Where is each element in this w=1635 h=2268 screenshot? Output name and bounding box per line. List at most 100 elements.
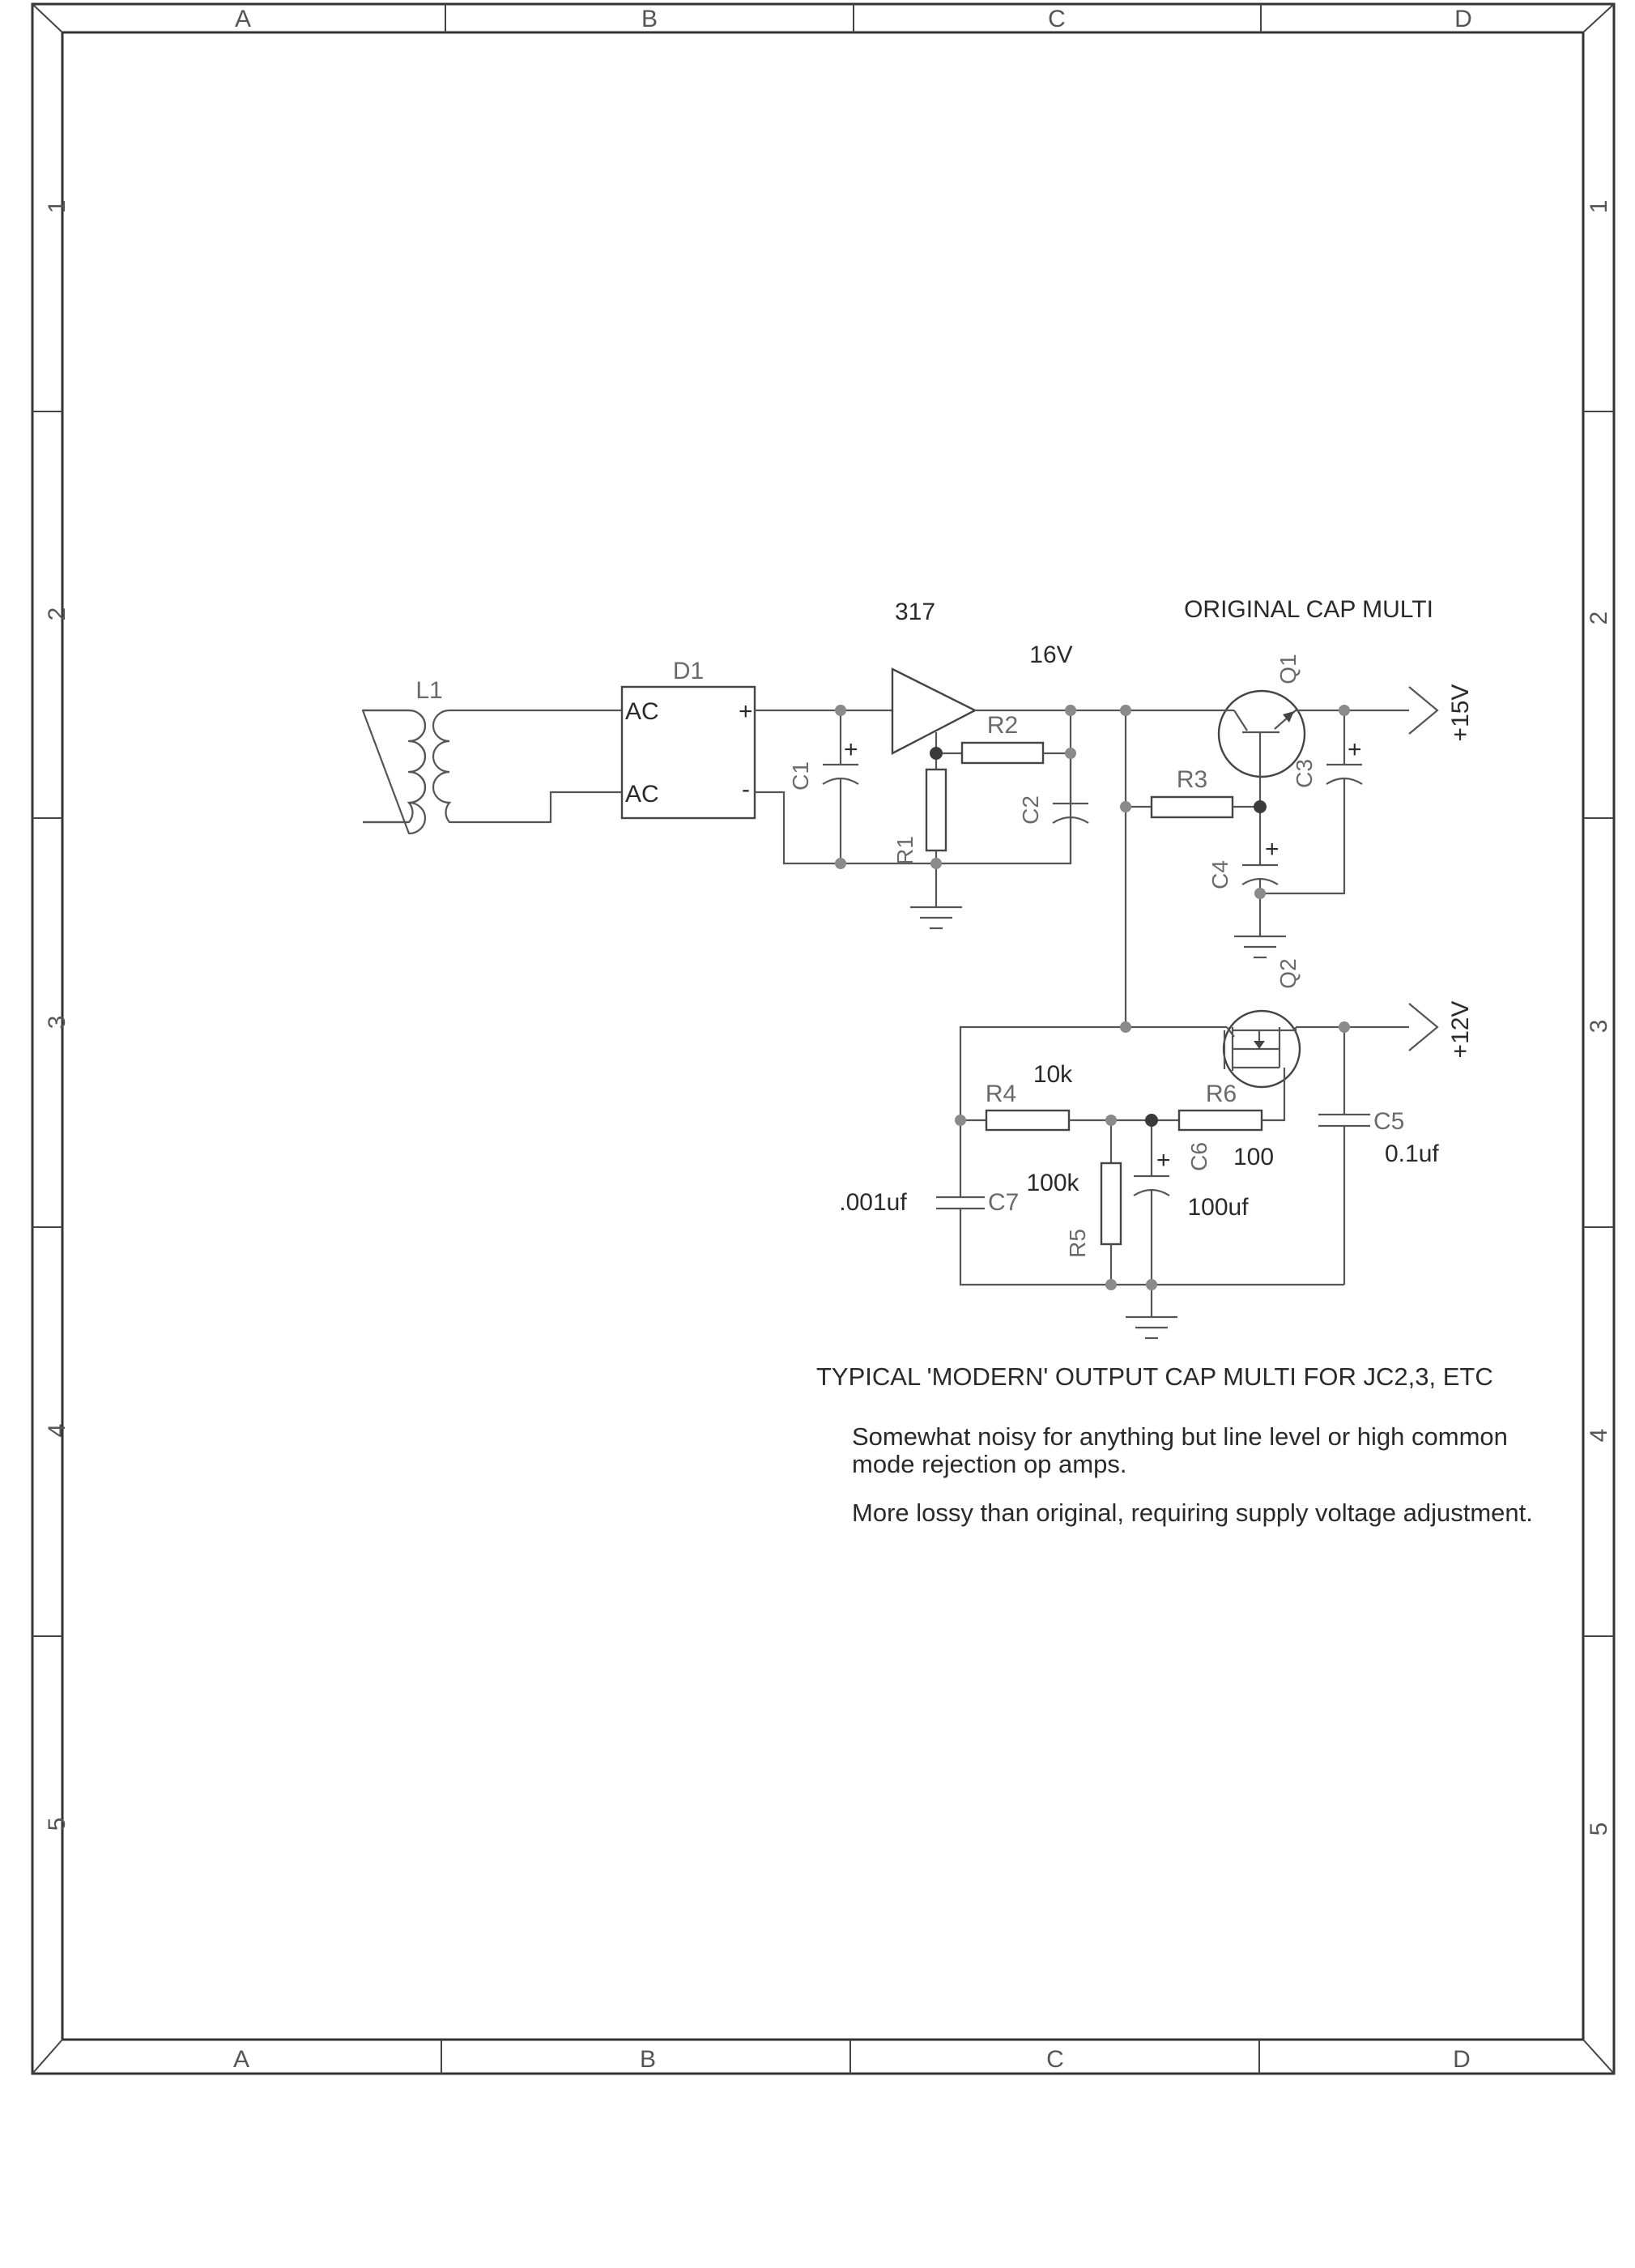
resistor-r5: R5 100k	[1026, 1120, 1122, 1285]
junction-dot	[1065, 748, 1076, 759]
r5-value: 100k	[1026, 1170, 1079, 1196]
notes: TYPICAL 'MODERN' OUTPUT CAP MULTI FOR JC…	[816, 1362, 1533, 1527]
c5-label: C5	[1373, 1108, 1404, 1135]
resistor-r2: R2	[960, 712, 1045, 765]
junction-dot	[1120, 801, 1131, 812]
junction-dot	[930, 747, 943, 760]
col-label-top-d: D	[1454, 6, 1472, 32]
d1-ac-bottom: AC	[625, 781, 659, 808]
c1-plus: +	[844, 736, 858, 763]
r1-label: R1	[892, 836, 918, 865]
d1-label: D1	[673, 658, 704, 684]
capacitor-c4: + C4	[1207, 807, 1279, 936]
row-label-right-5: 5	[1586, 1823, 1612, 1836]
q1-label: Q1	[1275, 654, 1301, 684]
junction-dot	[1120, 705, 1131, 716]
junction-dot	[930, 858, 942, 869]
output-15v-label: +15V	[1447, 684, 1474, 742]
capacitor-c2: C2	[1018, 710, 1089, 863]
output-12v-arrow: +12V	[1408, 1001, 1474, 1059]
resistor-r6: R6 100	[1177, 1081, 1274, 1170]
d1-plus: +	[739, 698, 753, 725]
title-modern-cap-multi: TYPICAL 'MODERN' OUTPUT CAP MULTI FOR JC…	[816, 1362, 1493, 1391]
capacitor-c7: C7 .001uf	[839, 1120, 1344, 1286]
d1-minus: -	[742, 776, 750, 803]
c4-label: C4	[1207, 860, 1233, 889]
c7-label: C7	[988, 1189, 1019, 1216]
c6-label: C6	[1186, 1142, 1211, 1171]
mosfet-q2: Q2	[1222, 958, 1344, 1089]
c1-label: C1	[788, 761, 813, 791]
col-label-bottom-c: C	[1046, 2046, 1064, 2073]
resistor-r4: R4 10k	[985, 1061, 1073, 1132]
junction-dot	[1105, 1115, 1117, 1126]
junction-dot	[1145, 1114, 1158, 1127]
c4-plus: +	[1265, 836, 1279, 863]
regulator-317: 317	[891, 599, 977, 755]
capacitor-c3: + C3	[1260, 710, 1363, 895]
note-line-3: More lossy than original, requiring supp…	[852, 1498, 1533, 1527]
junction-dot	[955, 1115, 966, 1126]
c7-value: .001uf	[839, 1189, 907, 1216]
row-label-left-1: 1	[44, 200, 70, 214]
bridge-rectifier-d1: D1 AC AC + -	[620, 658, 756, 820]
output-12v-label: +12V	[1447, 1001, 1474, 1059]
schematic-modern: Q2 +12V C5 0.1uf R4 10k R6 100	[839, 958, 1474, 1340]
c2-label: C2	[1018, 795, 1043, 825]
row-label-right-2: 2	[1586, 612, 1612, 625]
junction-dot	[1105, 1279, 1117, 1290]
c3-label: C3	[1292, 759, 1317, 788]
c5-value: 0.1uf	[1385, 1140, 1439, 1167]
row-label-left-3: 3	[44, 1016, 70, 1030]
junction-dot	[1339, 705, 1350, 716]
r5-label: R5	[1065, 1229, 1090, 1258]
ground-symbol-1	[910, 863, 962, 930]
c6-plus: +	[1156, 1147, 1171, 1174]
junction-dot	[1065, 705, 1076, 716]
resistor-r1: R1	[892, 753, 947, 865]
col-label-top-b: B	[641, 6, 658, 32]
note-line-1: Somewhat noisy for anything but line lev…	[852, 1422, 1508, 1451]
title-original-cap-multi: ORIGINAL CAP MULTI	[1184, 596, 1433, 623]
frame-coordinates: A B C D A B C D 1 2 3 4 5 1 2 3 4 5	[44, 6, 1612, 2073]
row-label-left-4: 4	[44, 1424, 70, 1438]
c6-value: 100uf	[1187, 1194, 1249, 1221]
col-label-top-a: A	[235, 6, 251, 32]
output-15v-arrow: +15V	[1408, 684, 1474, 742]
col-label-top-c: C	[1048, 6, 1066, 32]
row-label-right-4: 4	[1586, 1429, 1612, 1443]
col-label-bottom-a: A	[233, 2046, 249, 2073]
r4-label: R4	[986, 1081, 1016, 1107]
d1-ac-top: AC	[625, 698, 659, 725]
junction-dot	[1146, 1279, 1157, 1290]
l1-label: L1	[415, 677, 442, 704]
col-label-bottom-b: B	[640, 2046, 656, 2073]
row-label-left-2: 2	[44, 608, 70, 621]
schematic-original: L1 D1 AC AC + - + C1 317	[361, 596, 1474, 1027]
resistor-r3: R3	[1150, 766, 1234, 819]
row-label-left-5: 5	[44, 1818, 70, 1831]
r2-label: R2	[987, 712, 1018, 739]
junction-dot	[1339, 1021, 1350, 1033]
c3-plus: +	[1348, 736, 1362, 763]
r4-value: 10k	[1033, 1061, 1073, 1088]
junction-dot	[1254, 888, 1266, 899]
row-label-right-3: 3	[1586, 1020, 1612, 1034]
ground-symbol-2	[1234, 935, 1286, 959]
row-label-right-1: 1	[1586, 200, 1612, 214]
junction-dot	[1120, 1021, 1131, 1033]
capacitor-c6: + C6 100uf	[1133, 1120, 1249, 1285]
junction-dot	[835, 858, 846, 869]
capacitor-c5: C5 0.1uf	[1318, 1027, 1439, 1285]
regulator-label: 317	[895, 599, 935, 625]
note-line-2: mode rejection op amps.	[852, 1450, 1126, 1478]
r6-value: 100	[1233, 1144, 1274, 1170]
r3-label: R3	[1177, 766, 1207, 793]
junction-dot	[1254, 800, 1267, 813]
q2-label: Q2	[1275, 958, 1301, 988]
capacitor-c1: + C1	[788, 710, 859, 863]
transistor-q1: Q1	[1126, 654, 1344, 807]
ground-symbol-3	[1126, 1285, 1177, 1340]
junction-dot	[835, 705, 846, 716]
